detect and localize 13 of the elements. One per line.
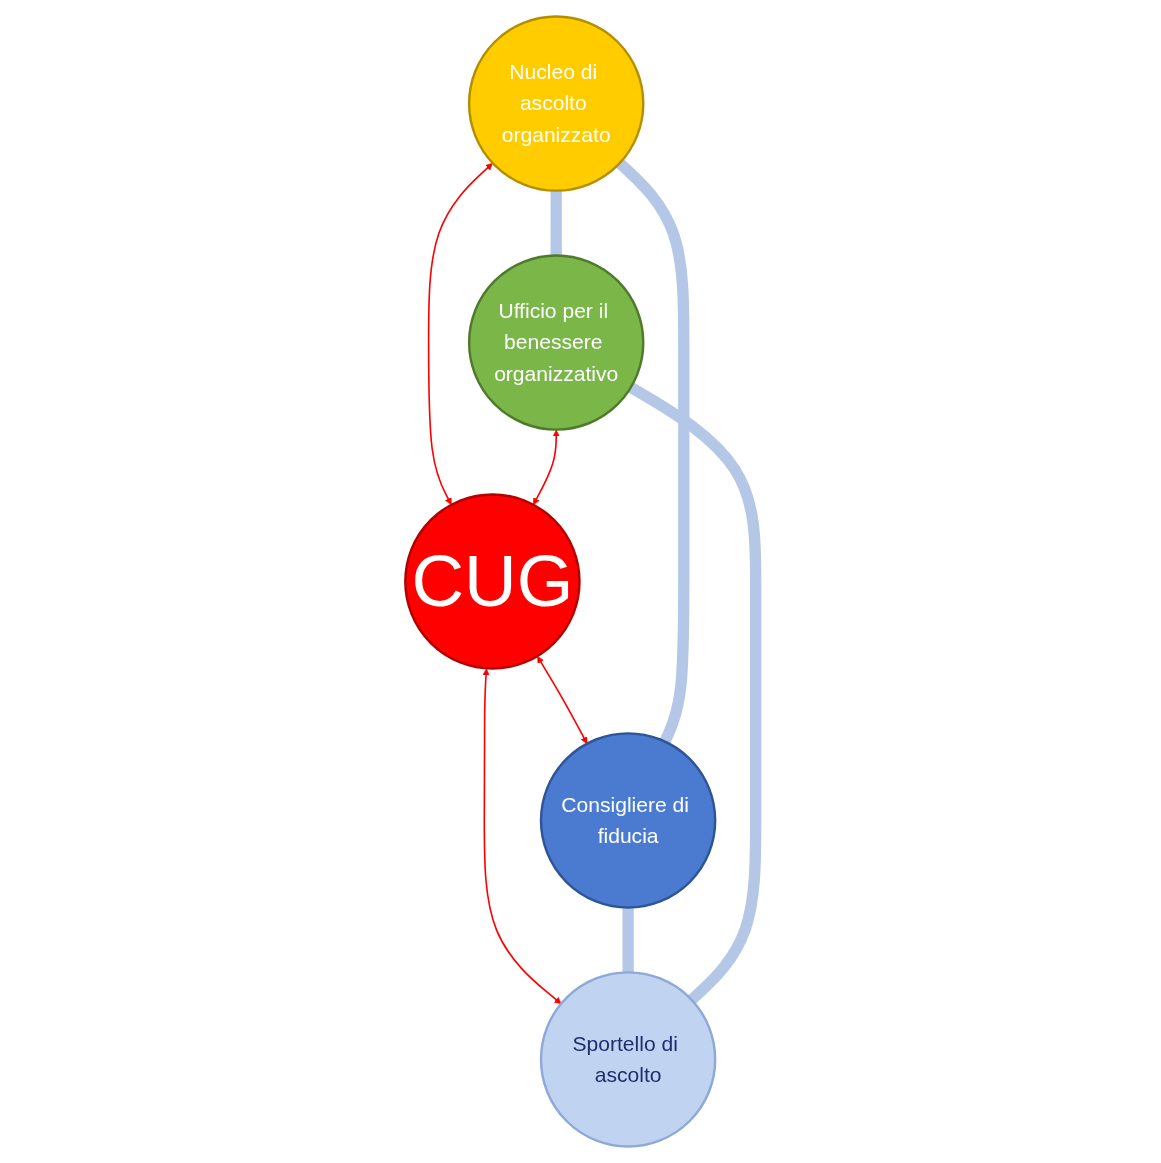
connector [628, 382, 762, 1005]
arrow [482, 668, 562, 1005]
arrow [537, 656, 588, 744]
node-circle: Sportello di ascolto [539, 971, 717, 1148]
node-circle: CUG [404, 493, 581, 670]
node-circle: Nucleo di ascolto organizzato [467, 15, 645, 192]
connector [622, 907, 634, 973]
connector [615, 158, 690, 744]
arrow [427, 163, 493, 505]
node-circle: Ufficio per il benessere organizzativo [467, 254, 645, 431]
connector [550, 190, 562, 256]
node-circle: Consigliere di fiducia [539, 732, 717, 909]
arrow [533, 429, 560, 505]
